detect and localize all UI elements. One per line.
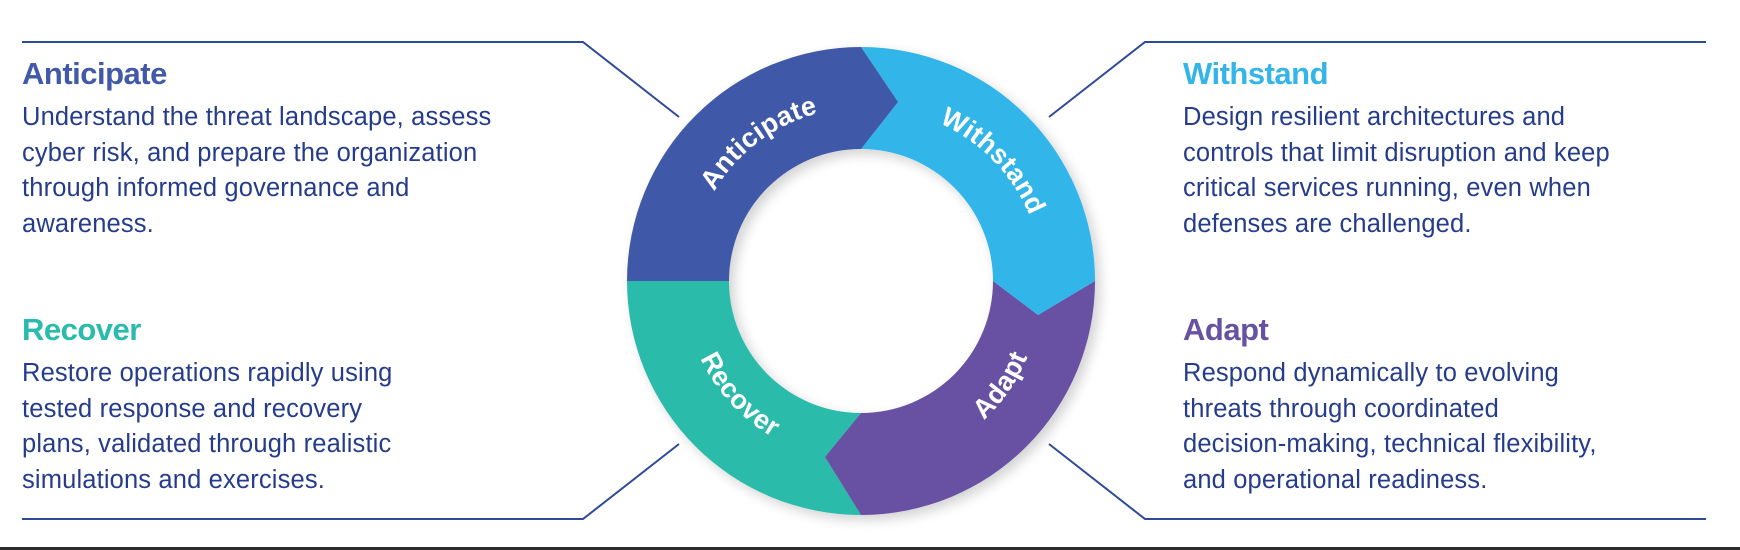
description-line: simulations and exercises. <box>22 465 325 494</box>
description-line: awareness. <box>22 209 154 238</box>
connector-line-withstand <box>1048 41 1706 118</box>
description-line: Restore operations rapidly using <box>22 359 393 387</box>
segment-anticipate[interactable] <box>627 47 898 281</box>
bottom-divider <box>0 547 1740 550</box>
connector-line-adapt <box>1048 443 1706 520</box>
block-description-anticipate: Understand the threat landscape, assess … <box>22 100 592 242</box>
description-line: tested response and recovery <box>22 394 363 423</box>
segment-withstand[interactable] <box>861 47 1095 315</box>
description-line: Understand the threat landscape, assess <box>22 103 492 131</box>
block-adapt: Adapt Respond dynamically to evolving th… <box>1183 312 1740 498</box>
block-withstand: Withstand Design resilient architectures… <box>1183 56 1740 242</box>
description-line: Design resilient architectures and <box>1183 103 1566 131</box>
description-line: plans, validated through realistic <box>22 430 392 458</box>
description-line: cyber risk, and prepare the organization <box>22 138 478 167</box>
description-line: Respond dynamically to evolving <box>1183 359 1560 387</box>
segment-recover[interactable] <box>627 281 861 515</box>
block-title-anticipate: Anticipate <box>22 56 167 91</box>
block-description-recover: Restore operations rapidly using tested … <box>22 356 592 498</box>
description-line: controls that limit disruption and keep <box>1183 138 1610 167</box>
segment-adapt[interactable] <box>825 281 1095 515</box>
block-title-recover: Recover <box>22 312 141 347</box>
block-title-adapt: Adapt <box>1183 312 1269 347</box>
connector-line-anticipate <box>22 41 680 118</box>
description-line: critical services running, even when <box>1183 174 1591 202</box>
description-line: through informed governance and <box>22 174 410 202</box>
block-recover: Recover Restore operations rapidly using… <box>22 312 592 498</box>
description-line: decision-making, technical flexibility, <box>1183 430 1597 458</box>
block-anticipate: Anticipate Understand the threat landsca… <box>22 56 592 242</box>
block-description-withstand: Design resilient architectures and contr… <box>1183 100 1740 242</box>
block-title-withstand: Withstand <box>1183 56 1329 91</box>
block-description-adapt: Respond dynamically to evolving threats … <box>1183 356 1740 498</box>
description-line: threats through coordinated <box>1183 394 1499 423</box>
description-line: and operational readiness. <box>1183 465 1488 494</box>
description-line: defenses are challenged. <box>1183 209 1472 238</box>
connector-line-recover <box>22 443 680 520</box>
